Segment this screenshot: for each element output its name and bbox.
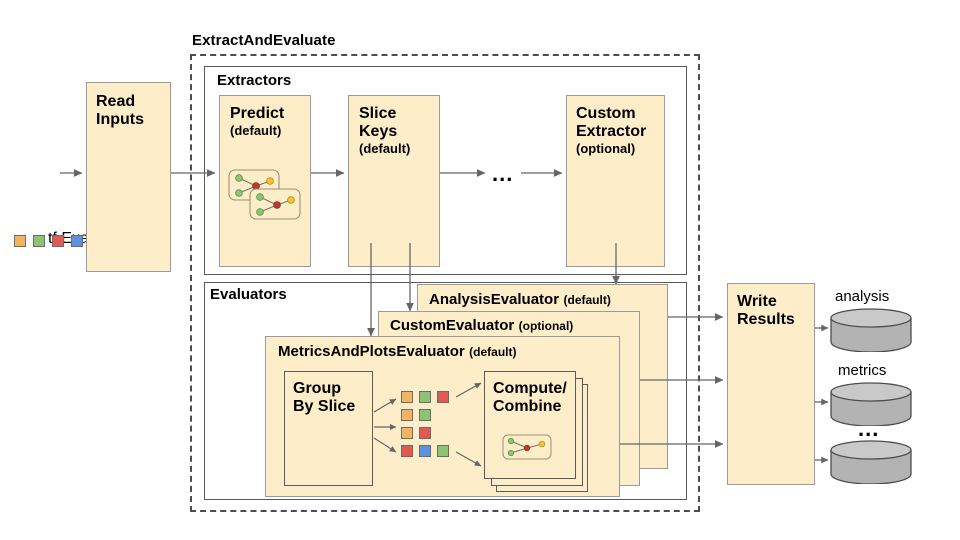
custom-extractor-box[interactable]: Custom Extractor (optional) xyxy=(566,95,665,267)
slice-swatch-0-2 xyxy=(437,391,449,403)
slice-swatch-2-0 xyxy=(401,427,413,439)
write-results-line1: Write xyxy=(737,293,777,310)
other-store[interactable] xyxy=(830,440,912,485)
slice-swatch-row xyxy=(401,445,449,457)
input-swatches xyxy=(14,235,83,247)
slice-keys-qualifier: (default) xyxy=(359,140,411,156)
slice-keys-box[interactable]: Slice Keys (default) xyxy=(348,95,440,267)
analysis-evaluator-qualifier: (default) xyxy=(563,293,611,307)
slice-swatch-1-0 xyxy=(401,409,413,421)
extract-and-evaluate-label: ExtractAndEvaluate xyxy=(192,32,336,49)
input-swatch-1 xyxy=(33,235,45,247)
evaluators-label: Evaluators xyxy=(210,286,287,303)
slice-swatch-grid xyxy=(401,391,449,463)
slice-keys-title-line1: Slice xyxy=(359,105,397,122)
metrics-and-plots-evaluator-label: MetricsAndPlotsEvaluator xyxy=(278,343,465,360)
analysis-evaluator-label: AnalysisEvaluator xyxy=(429,291,560,308)
read-inputs-title-line1: Read xyxy=(96,93,136,110)
compute-combine-line1: Compute/ xyxy=(493,380,567,397)
write-results-box[interactable]: Write Results xyxy=(727,283,815,485)
input-swatch-0 xyxy=(14,235,26,247)
slice-swatch-0-1 xyxy=(419,391,431,403)
compute-combine-graph-icon xyxy=(502,434,552,460)
custom-evaluator-qualifier: (optional) xyxy=(518,319,574,333)
other-store-caption: ... xyxy=(858,416,880,441)
slice-swatch-3-0 xyxy=(401,445,413,457)
custom-evaluator-header: CustomEvaluator (optional) xyxy=(390,317,639,335)
slice-swatch-row xyxy=(401,427,449,439)
slice-swatch-1-1 xyxy=(419,409,431,421)
metrics-store[interactable] xyxy=(830,382,912,427)
custom-extractor-title-line1: Custom xyxy=(576,105,636,122)
predict-title: Predict xyxy=(230,105,285,122)
compute-combine-box[interactable]: Compute/ Combine xyxy=(484,371,576,479)
read-inputs-title-line2: Inputs xyxy=(96,110,144,128)
predict-qualifier: (default) xyxy=(230,122,282,138)
slice-swatch-2-1 xyxy=(419,427,431,439)
write-results-line2: Results xyxy=(737,310,795,328)
slice-swatch-3-2 xyxy=(437,445,449,457)
input-swatch-2 xyxy=(52,235,64,247)
custom-extractor-qualifier: (optional) xyxy=(576,140,636,156)
analysis-store[interactable] xyxy=(830,308,912,353)
compute-combine-line2: Combine xyxy=(493,397,562,415)
slice-swatch-row xyxy=(401,409,449,421)
analysis-store-caption: analysis xyxy=(835,288,890,305)
slice-swatch-row xyxy=(401,391,449,403)
metrics-and-plots-evaluator-box[interactable]: MetricsAndPlotsEvaluator (default) Group… xyxy=(265,336,620,497)
predict-graph-icon xyxy=(228,169,306,223)
slice-swatch-0-0 xyxy=(401,391,413,403)
extractors-label: Extractors xyxy=(217,72,292,89)
read-inputs-box[interactable]: Read Inputs xyxy=(86,82,171,272)
slice-swatch-3-1 xyxy=(419,445,431,457)
extract-and-evaluate-group xyxy=(190,54,700,512)
group-by-slice-line1: Group xyxy=(293,380,341,397)
custom-evaluator-label: CustomEvaluator xyxy=(390,317,515,334)
custom-extractor-title-line2: Extractor xyxy=(576,122,647,140)
extractor-ellipsis: ... xyxy=(492,161,514,186)
predict-box[interactable]: Predict (default) xyxy=(219,95,311,267)
metrics-and-plots-evaluator-header: MetricsAndPlotsEvaluator (default) xyxy=(278,343,619,361)
input-swatch-3 xyxy=(71,235,83,247)
metrics-and-plots-evaluator-qualifier: (default) xyxy=(469,345,517,359)
metrics-store-caption: metrics xyxy=(838,362,887,379)
group-by-slice-line2: By Slice xyxy=(293,397,356,415)
analysis-evaluator-header: AnalysisEvaluator (default) xyxy=(429,291,667,309)
group-by-slice-box[interactable]: Group By Slice xyxy=(284,371,373,486)
slice-keys-title-line2: Keys xyxy=(359,122,398,140)
